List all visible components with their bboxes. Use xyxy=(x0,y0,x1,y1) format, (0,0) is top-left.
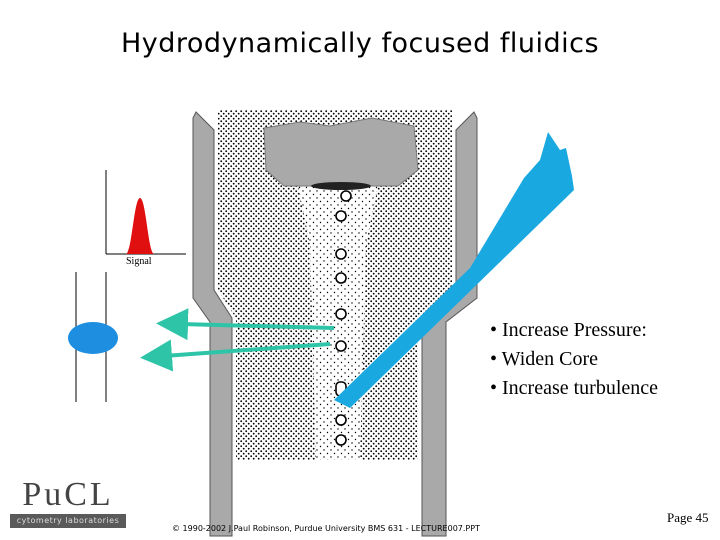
signal-plot xyxy=(105,170,186,255)
cell-ellipse xyxy=(68,322,118,354)
tube-opening xyxy=(311,182,371,190)
pucl-logo: PuCL cytometry laboratories xyxy=(10,476,126,528)
cells-in-stream xyxy=(335,190,352,446)
signal-peak xyxy=(126,198,154,254)
bullet-item: • Increase Pressure: xyxy=(490,319,647,341)
signal-axis-label: Signal xyxy=(126,256,152,267)
sample-injection-tube xyxy=(263,117,419,187)
page-number: Page 45 xyxy=(667,510,709,525)
logo-subtitle: cytometry laboratories xyxy=(10,514,126,528)
bullet-list: • Increase Pressure: • Widen Core • Incr… xyxy=(490,316,658,403)
bullet-item: • Increase turbulence xyxy=(490,377,659,399)
bullet-item: • Widen Core xyxy=(490,348,599,370)
copyright-footer: © 1990-2002 J.Paul Robinson, Purdue Univ… xyxy=(172,524,480,533)
scatter-light-arrows xyxy=(140,308,335,372)
laser-beam xyxy=(334,132,574,408)
slide-title: Hydrodynamically focused fluidics xyxy=(120,28,600,59)
logo-text: PuCL xyxy=(22,476,114,513)
detector-side-view xyxy=(68,272,118,402)
